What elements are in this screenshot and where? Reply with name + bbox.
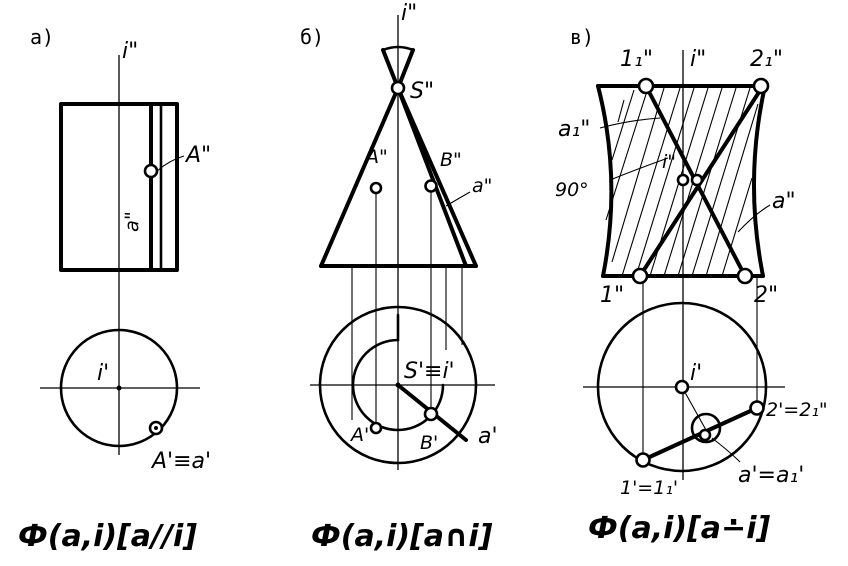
panel-c-formula: Ф(a,i)[a∸i] <box>588 511 770 546</box>
panel-c-point-2-front-label: 2" <box>754 283 778 308</box>
panel-b-point-b-top <box>423 406 439 422</box>
panel-a-point-a-top-label: A'≡a' <box>150 449 211 474</box>
panel-c-throat-point-top <box>698 428 712 442</box>
panel-a-generatrix-front-label: a" <box>121 211 144 232</box>
panel-b-formula: Ф(a,i)[a∩i] <box>311 519 493 554</box>
panel-b-leader-a <box>445 191 471 207</box>
panel-b-generatrix-front <box>396 86 468 268</box>
panel-c-left-contour <box>596 84 614 278</box>
panel-c-point-11-front-label: 1₁" <box>620 47 653 72</box>
panel-c-throat-point <box>690 173 704 187</box>
panel-c-point-1-top-label: 1'=1₁' <box>620 477 678 499</box>
panel-c-point-1-top <box>635 452 651 468</box>
panel-c-radius <box>681 386 707 431</box>
panel-a-formula: Ф(a,i)[a//i] <box>18 519 197 554</box>
panel-c-axis-top-label: i' <box>690 361 702 386</box>
panel-b-point-b-front-label: B" <box>440 149 462 171</box>
panel-b-point-a-top-label: A' <box>349 424 369 446</box>
panel-b-axis-front-label: i" <box>401 1 417 26</box>
panel-c-point-2-front <box>736 267 754 285</box>
panel-a-cylinder: а) i" A" a" i' A'≡a' Ф(a,i)[a//i] <box>18 25 211 554</box>
panel-c-right-contour <box>752 84 767 278</box>
panel-b-point-a-top <box>369 421 383 435</box>
panel-c-center-top <box>674 379 690 395</box>
panel-a-circle-top <box>59 328 179 448</box>
panel-c-point-1-front <box>631 267 649 285</box>
panel-c-point-2-top <box>749 400 765 416</box>
panel-b-point-a-front-label: A" <box>364 146 388 168</box>
panel-b-center <box>395 382 401 388</box>
panel-c-angle-label: 90° <box>555 179 589 201</box>
panel-b-nappe-top <box>381 45 415 52</box>
panel-a-axis-top-label: i' <box>97 361 109 386</box>
panel-c-letter: в) <box>570 25 594 49</box>
panel-b-letter: б) <box>300 25 324 49</box>
panel-a-axis-front-label: i" <box>122 39 138 64</box>
panel-c-point-2-top-label: 2'=2₁" <box>766 399 828 421</box>
panel-c-leader-a1 <box>599 117 661 129</box>
panel-c-leader-a-top <box>711 437 741 463</box>
panel-c-leader-a <box>737 204 771 233</box>
panel-c-center-front <box>676 173 690 187</box>
panel-c-axis-front-label: i" <box>690 47 706 72</box>
panel-b-point-b-front <box>424 179 438 193</box>
panel-c-generatrix-top-label: a'=a₁' <box>738 463 804 488</box>
panel-b-apex-top-label: S'≡i' <box>404 359 455 384</box>
panel-c-leader-angle <box>609 157 669 181</box>
panel-c-circle-top <box>596 301 768 473</box>
panel-b-circle-top <box>318 305 478 465</box>
panel-c-throat-circle <box>690 412 722 444</box>
panel-c-generatrix-front-label: a" <box>772 189 796 214</box>
panel-a-center <box>116 385 122 391</box>
panel-c-hyperboloid: в) 1₁" i" 2₁" <box>555 25 828 546</box>
panel-c-point-21-front <box>752 77 770 95</box>
panel-c-generatrix1-front-label: a₁" <box>558 117 590 142</box>
panel-a-leader-a <box>156 155 185 172</box>
panel-a-point-a-top-dot <box>154 426 158 430</box>
panel-b-point-a-front <box>369 181 383 195</box>
panel-a-point-a-front <box>143 163 159 179</box>
panel-a-point-a-front-label: A" <box>184 143 211 168</box>
panel-c-point-11-front <box>637 77 655 95</box>
panel-a-letter: а) <box>30 25 54 49</box>
panel-b-apex-front-label: S" <box>410 79 434 104</box>
panel-b-generatrix-front-label: a" <box>472 175 492 197</box>
panel-b-apex-front <box>390 80 406 96</box>
panel-b-generatrix-top-label: a' <box>478 424 498 449</box>
panel-c-point-21-front-label: 2₁" <box>750 47 783 72</box>
panel-b-cone: б) i" S" A" B" a" S'≡i' A' B' <box>300 1 498 554</box>
panel-c-point-1-front-label: 1" <box>600 283 624 308</box>
panel-c-axis-front-mid-label: i" <box>662 151 676 173</box>
panel-b-point-b-top-label: B' <box>420 432 438 454</box>
panel-a-cylinder-front <box>59 102 179 272</box>
